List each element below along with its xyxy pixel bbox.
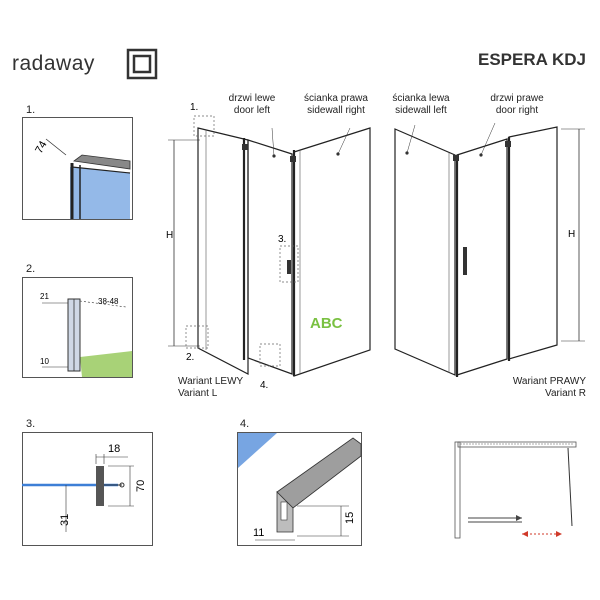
detail-4-drawing: 15 11 [237, 432, 362, 546]
variant-left-caption: Wariant LEWY Variant L [178, 376, 243, 400]
callout-4: 4. [260, 380, 268, 391]
detail-3-drawing: 18 70 31 [22, 432, 153, 546]
brand-name: radaway [12, 52, 95, 75]
label-sidewall-left-en: sidewall left [395, 105, 447, 116]
label-door-right: drzwi prawe door right [482, 93, 552, 117]
detail-4-dim-a: 15 [344, 512, 356, 524]
detail-3-dim-b: 70 [135, 480, 147, 492]
detail-2-dim-b: 38-48 [98, 297, 119, 306]
detail-2-drawing: 21 38-48 10 [22, 277, 133, 378]
watermark-text: ABC [310, 315, 343, 332]
label-door-left: drzwi lewe door left [222, 93, 282, 117]
variant-right-caption: Wariant PRAWY Variant R [513, 376, 586, 400]
product-title: ESPERA KDJ [477, 50, 586, 69]
variant-right-height: H [568, 229, 575, 240]
label-door-right-en: door right [495, 105, 539, 116]
detail-2-dim-c: 10 [40, 357, 49, 366]
variant-left-drawing: H 1. 2. 3. 4. [166, 102, 371, 391]
variant-left-caption-pl: Wariant LEWY [178, 376, 244, 387]
top-view-schematic [454, 441, 577, 539]
callout-2: 2. [186, 352, 194, 363]
brand-logo: radaway [10, 46, 160, 82]
variant-right-drawing: H [394, 122, 585, 377]
detail-2-dim-a: 21 [40, 292, 49, 301]
callout-1: 1. [190, 102, 198, 113]
detail-1-dim: 74 [33, 139, 50, 156]
detail-4-dim-b: 11 [253, 527, 264, 539]
label-sidewall-right: ścianka prawa sidewall right [296, 93, 376, 117]
callout-3: 3. [278, 234, 286, 245]
label-sidewall-right-pl: ścianka prawa [304, 93, 368, 104]
variant-right-caption-en: Variant R [545, 388, 586, 399]
label-door-right-pl: drzwi prawe [490, 93, 544, 104]
detail-3-number: 3. [26, 418, 36, 430]
brand-square-icon [126, 48, 158, 80]
label-sidewall-right-en: sidewall right [307, 105, 365, 116]
detail-4-number: 4. [240, 418, 250, 430]
label-door-left-pl: drzwi lewe [228, 93, 276, 104]
label-sidewall-left-pl: ścianka lewa [392, 93, 450, 104]
variant-left-caption-en: Variant L [178, 388, 218, 399]
variant-left-height: H [166, 230, 173, 241]
label-sidewall-left: ścianka lewa sidewall left [384, 93, 458, 117]
label-door-left-en: door left [233, 105, 271, 116]
detail-1-drawing: 74 [22, 117, 133, 220]
detail-3-dim-c: 31 [59, 514, 71, 526]
detail-3-dim-a: 18 [108, 443, 120, 455]
variant-right-caption-pl: Wariant PRAWY [512, 376, 586, 387]
detail-1-number: 1. [26, 104, 36, 116]
detail-2-number: 2. [26, 263, 36, 275]
